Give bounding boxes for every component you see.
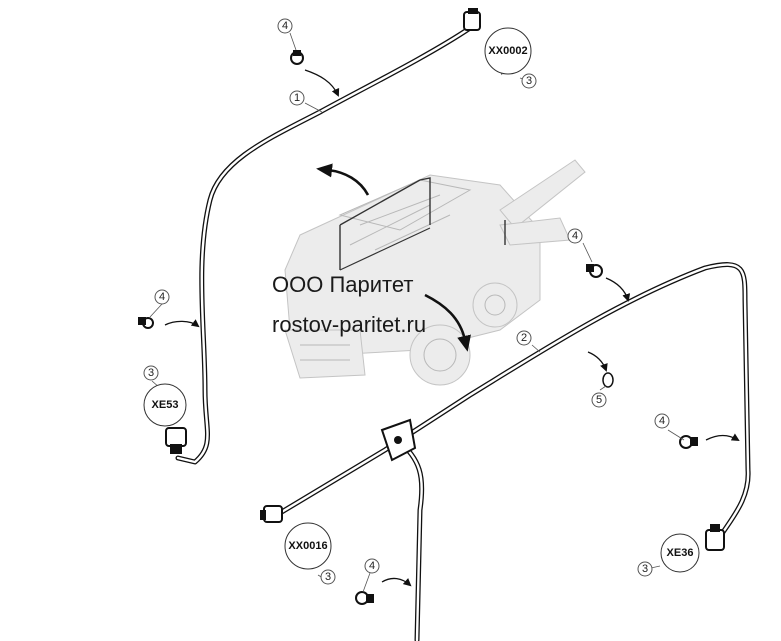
connector-xx0002-plug <box>463 8 481 31</box>
arrow-clip-bottom <box>381 577 412 587</box>
clip-left <box>138 317 154 329</box>
callout-4-top: 4 <box>277 18 293 34</box>
callout-5: 5 <box>591 392 607 408</box>
callout-3-xx0002: 3 <box>521 73 537 89</box>
connector-xx0016-plug <box>260 505 283 523</box>
clip-far-right <box>679 435 698 449</box>
arrow-tie-strap <box>587 351 608 372</box>
arrow-clip-far-right <box>705 433 740 442</box>
svg-text:XX0002: XX0002 <box>488 45 527 57</box>
svg-text:2: 2 <box>521 332 527 344</box>
callout-4-left: 4 <box>154 289 170 305</box>
big-arrow-down <box>424 293 471 352</box>
harness-1 <box>175 25 473 465</box>
label-xx0002: XX0002 <box>484 27 532 75</box>
svg-text:3: 3 <box>526 75 532 87</box>
svg-text:3: 3 <box>325 571 331 583</box>
callout-3-xx0016: 3 <box>320 569 336 585</box>
svg-text:4: 4 <box>159 291 165 303</box>
combine-harvester-background <box>284 159 586 386</box>
arrow-clip-left <box>164 319 200 328</box>
svg-text:XE36: XE36 <box>667 547 694 559</box>
callout-4-far-right: 4 <box>654 413 670 429</box>
callout-3-xe36: 3 <box>637 561 653 577</box>
svg-text:3: 3 <box>148 367 154 379</box>
arrow-clip-top <box>304 69 340 97</box>
connector-xe53-plug <box>165 427 187 454</box>
watermark-company: ООО Паритет <box>272 272 414 297</box>
label-xx0016: XX0016 <box>284 522 332 570</box>
callout-4-right: 4 <box>567 228 583 244</box>
clip-top <box>290 50 304 65</box>
svg-text:1: 1 <box>294 92 300 104</box>
clip-bottom <box>355 591 374 605</box>
svg-text:5: 5 <box>596 394 602 406</box>
svg-text:4: 4 <box>572 230 578 242</box>
svg-text:XX0016: XX0016 <box>288 540 327 552</box>
callout-4-bottom: 4 <box>364 558 380 574</box>
svg-text:3: 3 <box>642 563 648 575</box>
svg-text:4: 4 <box>369 560 375 572</box>
svg-text:XE53: XE53 <box>152 399 179 411</box>
tie-strap-5 <box>602 372 614 388</box>
junction-block <box>380 418 417 462</box>
clip-right <box>586 264 603 278</box>
big-arrow-up-left <box>316 163 370 196</box>
label-xe53: XE53 <box>143 383 187 427</box>
label-xe36: XE36 <box>660 533 700 573</box>
callout-3-xe53: 3 <box>143 365 159 381</box>
arrow-clip-right <box>605 277 631 302</box>
svg-text:4: 4 <box>659 415 665 427</box>
callout-2: 2 <box>516 330 532 346</box>
connector-xe36-plug <box>705 524 725 551</box>
callout-1: 1 <box>289 90 305 106</box>
svg-text:4: 4 <box>282 20 288 32</box>
watermark-url: rostov-paritet.ru <box>272 312 427 337</box>
